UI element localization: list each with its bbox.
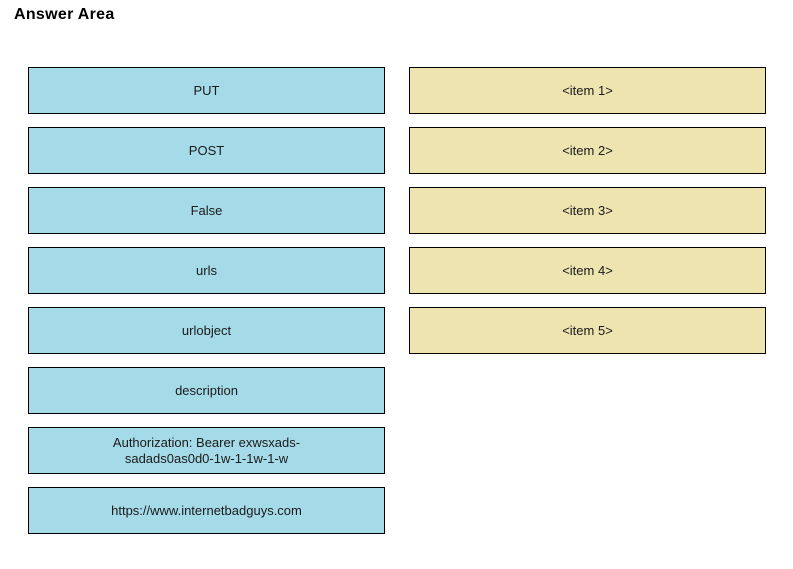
- drag-option-label: PUT: [193, 82, 220, 98]
- drop-target-item-2[interactable]: <item 2>: [409, 127, 766, 174]
- drag-option-description[interactable]: description: [28, 367, 385, 414]
- drop-target-label: <item 5>: [562, 322, 613, 338]
- drop-target-label: <item 4>: [562, 262, 613, 278]
- drag-option-urlobject[interactable]: urlobject: [28, 307, 385, 354]
- drag-option-post[interactable]: POST: [28, 127, 385, 174]
- page-title: Answer Area: [14, 6, 115, 23]
- drag-option-put[interactable]: PUT: [28, 67, 385, 114]
- drag-option-label: POST: [188, 142, 225, 158]
- drag-option-authorization-bearer-token[interactable]: Authorization: Bearer exwsxads-sadads0as…: [28, 427, 385, 474]
- drop-target-label: <item 1>: [562, 82, 613, 98]
- drag-option-internetbadguys-url[interactable]: https://www.internetbadguys.com: [28, 487, 385, 534]
- drag-option-label: Authorization: Bearer exwsxads-sadads0as…: [112, 434, 301, 466]
- drop-target-label: <item 2>: [562, 142, 613, 158]
- drag-option-label: urls: [196, 262, 217, 278]
- drag-option-label: description: [175, 382, 238, 398]
- drop-target-item-3[interactable]: <item 3>: [409, 187, 766, 234]
- drag-option-false[interactable]: False: [28, 187, 385, 234]
- drop-target-item-4[interactable]: <item 4>: [409, 247, 766, 294]
- drag-options-column: PUT POST False urls urlobject descriptio…: [28, 67, 385, 534]
- drop-target-item-1[interactable]: <item 1>: [409, 67, 766, 114]
- drop-target-label: <item 3>: [562, 202, 613, 218]
- drag-option-label: https://www.internetbadguys.com: [111, 502, 302, 518]
- drop-targets-column: <item 1> <item 2> <item 3> <item 4> <ite…: [409, 67, 766, 354]
- drag-option-urls[interactable]: urls: [28, 247, 385, 294]
- drag-option-label: False: [190, 202, 223, 218]
- drag-option-label: urlobject: [181, 322, 232, 338]
- drop-target-item-5[interactable]: <item 5>: [409, 307, 766, 354]
